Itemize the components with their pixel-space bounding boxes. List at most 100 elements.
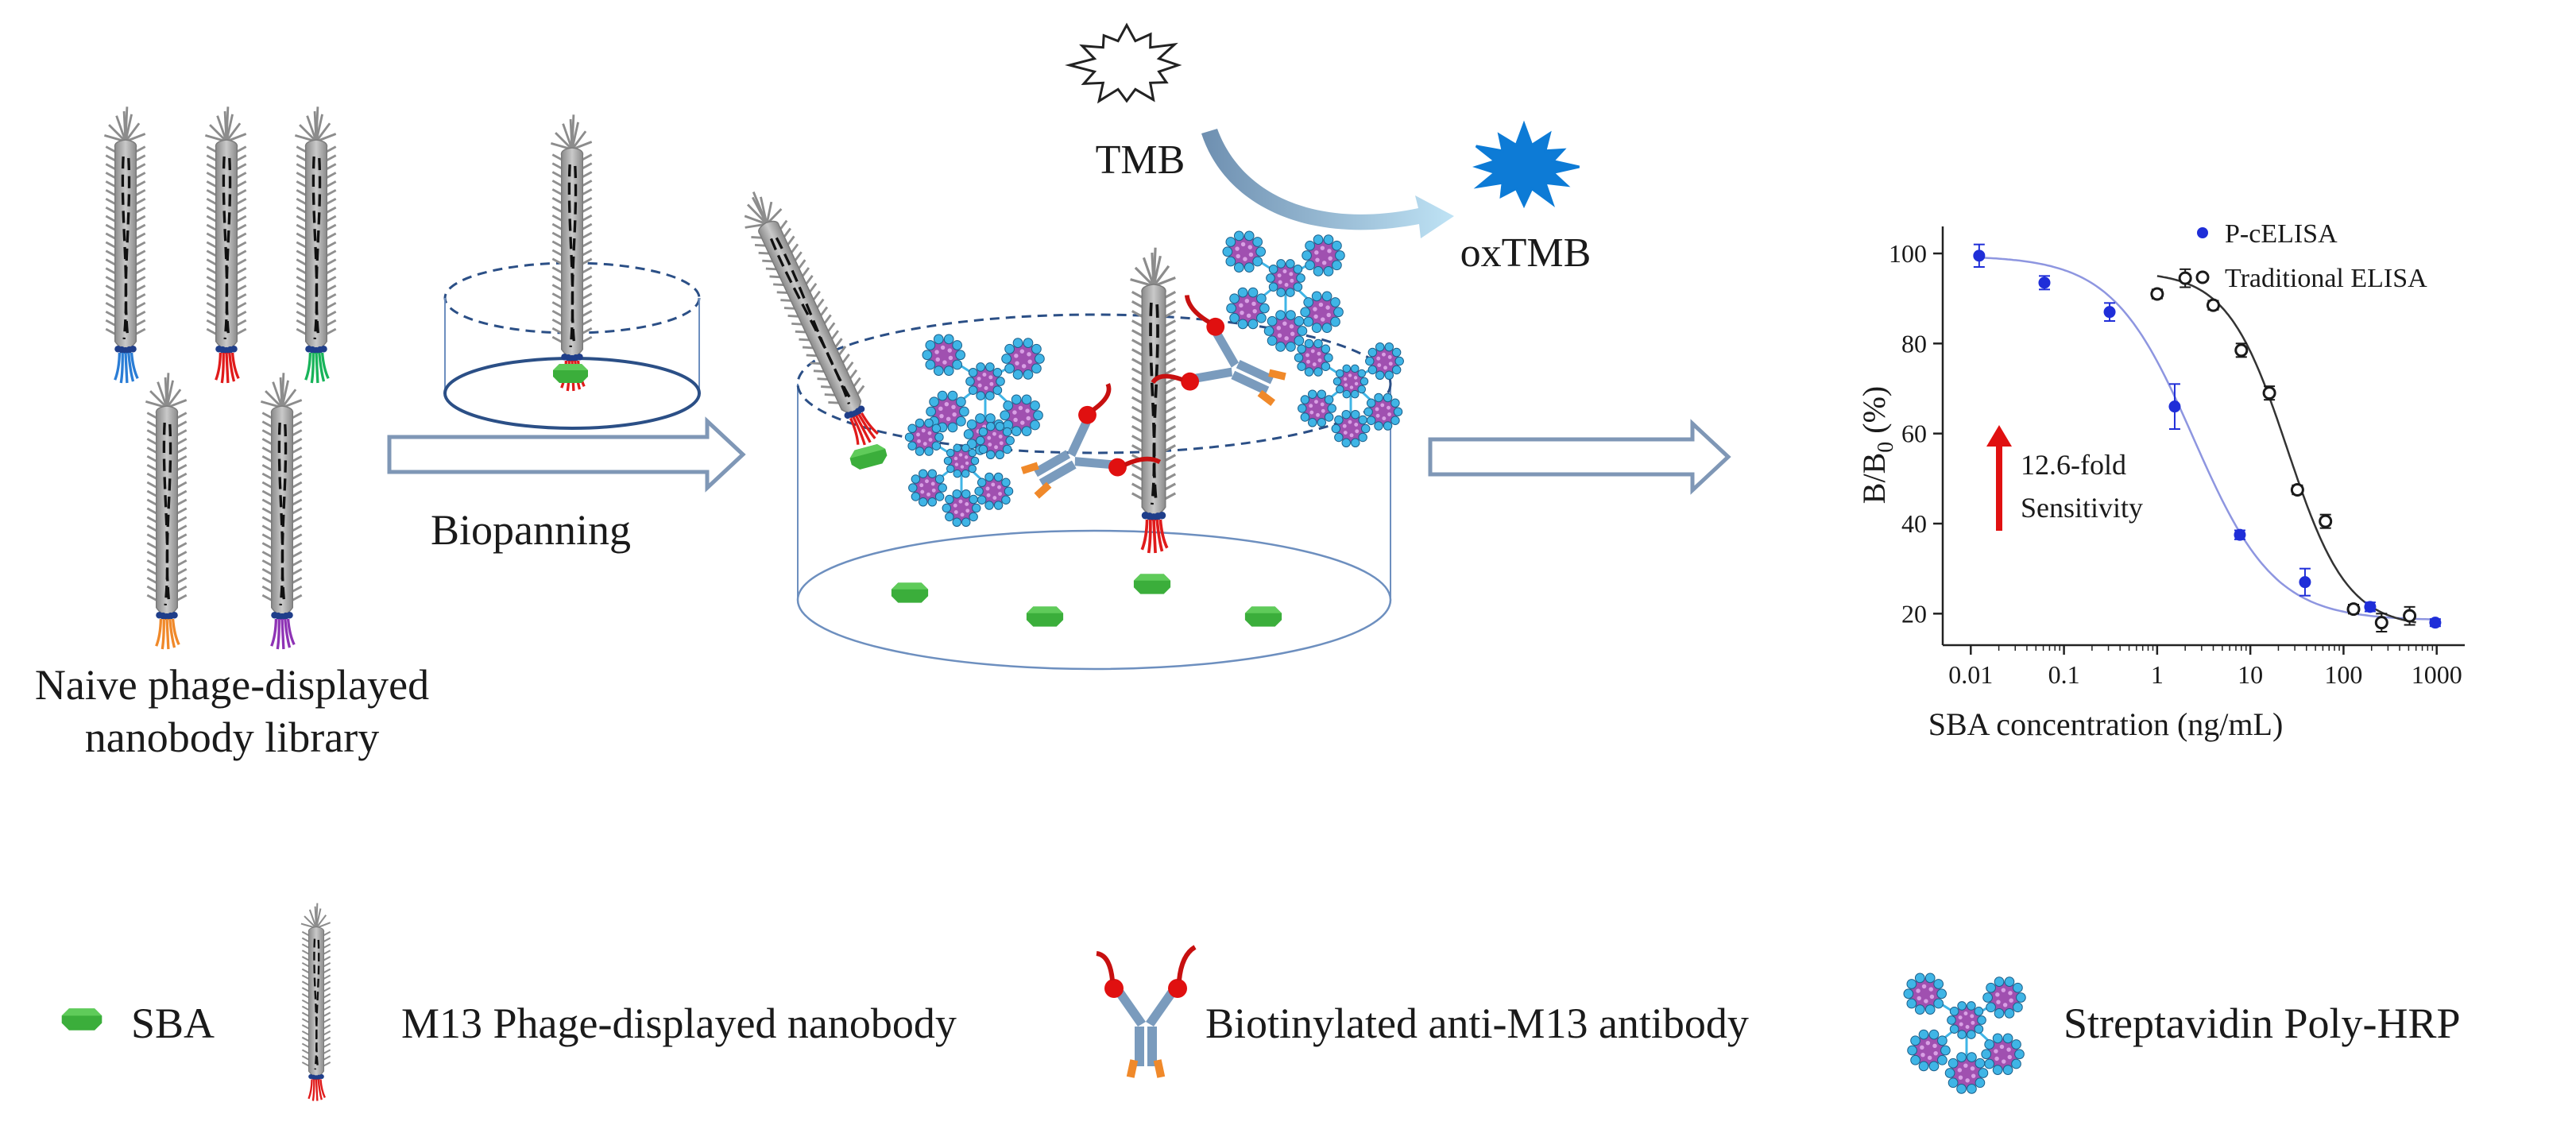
hrp-cluster bbox=[1266, 259, 1305, 297]
data-point-pcelisa bbox=[2299, 576, 2311, 589]
hrp-cluster bbox=[1944, 1052, 1989, 1094]
library-phage-green bbox=[295, 106, 337, 384]
annotation-line1: 12.6-fold bbox=[2021, 449, 2126, 481]
nanobody-library bbox=[104, 106, 337, 650]
chart-curves bbox=[1978, 256, 2437, 624]
data-point-traditional bbox=[2178, 271, 2192, 285]
well-sba-2 bbox=[1244, 606, 1282, 627]
hrp-cluster bbox=[1907, 1029, 1951, 1072]
library-phage-red bbox=[205, 106, 247, 384]
hrp-cluster bbox=[1300, 291, 1344, 333]
x-axis-label: SBA concentration (ng/mL) bbox=[1928, 706, 2284, 742]
x-tick-label: 100 bbox=[2324, 660, 2362, 689]
library-phage-purple bbox=[261, 373, 303, 650]
hrp-cluster bbox=[904, 418, 944, 456]
bound-antibody-left bbox=[1020, 383, 1162, 499]
oxtmb-label: oxTMB bbox=[1460, 230, 1592, 276]
library-label-line2: nanobody library bbox=[85, 713, 379, 761]
assay-complex bbox=[744, 191, 1404, 627]
bound-phage bbox=[551, 114, 593, 392]
hrp-top-right bbox=[1222, 230, 1345, 352]
sba-icon bbox=[553, 364, 588, 383]
data-point-pcelisa bbox=[1973, 249, 1986, 262]
biopanning-label: Biopanning bbox=[431, 506, 631, 554]
legend-antibody-icon bbox=[1096, 945, 1197, 1078]
sensitivity-arrow bbox=[1986, 425, 2012, 531]
x-tick-label: 0.01 bbox=[1948, 660, 1993, 689]
hrp-cluster bbox=[942, 489, 981, 528]
chart-points bbox=[1973, 243, 2442, 632]
hrp-left-lower bbox=[904, 418, 1015, 528]
tilted-phage bbox=[744, 191, 879, 446]
y-axis-label: B/B0 (%) bbox=[1856, 386, 1898, 504]
annotation-line2: Sensitivity bbox=[2021, 492, 2143, 524]
chart-axes bbox=[1933, 226, 2465, 655]
sensitivity-annotation: 12.6-fold Sensitivity bbox=[1986, 425, 2143, 531]
data-point-pcelisa bbox=[2364, 601, 2377, 613]
oxtmb-burst-icon bbox=[1472, 120, 1580, 209]
tmb-burst-icon bbox=[1065, 22, 1182, 104]
panning-sba bbox=[553, 364, 588, 383]
x-tick-label: 10 bbox=[2238, 660, 2263, 689]
data-point-traditional bbox=[2290, 483, 2304, 497]
panning-phage bbox=[551, 114, 593, 392]
legend-phage-icon bbox=[300, 903, 331, 1101]
hrp-cluster bbox=[908, 469, 947, 507]
hrp-cluster bbox=[1363, 392, 1403, 431]
hrp-cluster bbox=[1263, 310, 1308, 352]
legend-label-polyhrp: Streptavidin Poly-HRP bbox=[2064, 1000, 2461, 1047]
legend-icons bbox=[61, 903, 2026, 1101]
hrp-cluster bbox=[1000, 394, 1043, 436]
legend-label-pcelisa: P-cELISA bbox=[2225, 219, 2338, 249]
x-tick-label: 1 bbox=[2151, 660, 2164, 689]
chart-legend: P-cELISA Traditional ELISA bbox=[2195, 219, 2427, 293]
biopanning-arrow bbox=[387, 416, 746, 493]
data-point-traditional bbox=[2346, 602, 2361, 617]
data-point-traditional bbox=[2262, 386, 2276, 400]
x-tick-label: 1000 bbox=[2412, 660, 2462, 689]
legend-sba-icon bbox=[61, 1008, 102, 1031]
data-point-pcelisa bbox=[2429, 617, 2442, 629]
data-point-pcelisa bbox=[2234, 528, 2246, 541]
hrp-cluster bbox=[1001, 338, 1045, 380]
data-point-traditional bbox=[2206, 298, 2220, 312]
data-point-traditional bbox=[2403, 609, 2417, 623]
hrp-cluster bbox=[1298, 389, 1336, 427]
hrp-cluster bbox=[1331, 409, 1371, 448]
hrp-right bbox=[1294, 338, 1404, 448]
library-phage-blue bbox=[104, 106, 146, 384]
y-tick-label: 80 bbox=[1901, 329, 1927, 358]
hrp-cluster bbox=[965, 362, 1005, 400]
data-point-pcelisa bbox=[2168, 400, 2181, 413]
tilted-sba bbox=[849, 444, 888, 470]
hrp-cluster bbox=[1982, 976, 2026, 1019]
result-arrow bbox=[1428, 419, 1731, 495]
legend-label-phage: M13 Phage-displayed nanobody bbox=[401, 1000, 957, 1047]
legend-label-traditional: Traditional ELISA bbox=[2225, 264, 2427, 293]
hrp-cluster bbox=[1222, 230, 1267, 273]
legend-label-antibody: Biotinylated anti-M13 antibody bbox=[1205, 1000, 1749, 1047]
well-sba-3 bbox=[1133, 574, 1171, 594]
fit-curve-1 bbox=[2156, 275, 2416, 624]
data-point-pcelisa bbox=[2103, 306, 2116, 319]
y-tick-label: 60 bbox=[1901, 420, 1927, 448]
hrp-cluster bbox=[1226, 287, 1270, 330]
hrp-cluster bbox=[943, 443, 980, 478]
hrp-cluster bbox=[926, 390, 969, 433]
fit-curve-0 bbox=[1978, 256, 2437, 621]
data-point-traditional bbox=[2319, 514, 2333, 528]
legend-marker-pcelisa bbox=[2197, 227, 2208, 238]
y-tick-label: 20 bbox=[1901, 599, 1927, 628]
bound-antibody-right bbox=[1151, 295, 1286, 406]
well-sba-0 bbox=[891, 582, 929, 603]
library-label-line1: Naive phage-displayed bbox=[35, 661, 429, 709]
data-point-pcelisa bbox=[2038, 276, 2051, 289]
hrp-cluster bbox=[922, 334, 966, 376]
hrp-cluster bbox=[1302, 234, 1345, 276]
hrp-cluster bbox=[1332, 364, 1369, 399]
hrp-cluster bbox=[976, 421, 1015, 460]
hrp-cluster bbox=[1903, 973, 1947, 1015]
hrp-cluster bbox=[1294, 338, 1333, 377]
